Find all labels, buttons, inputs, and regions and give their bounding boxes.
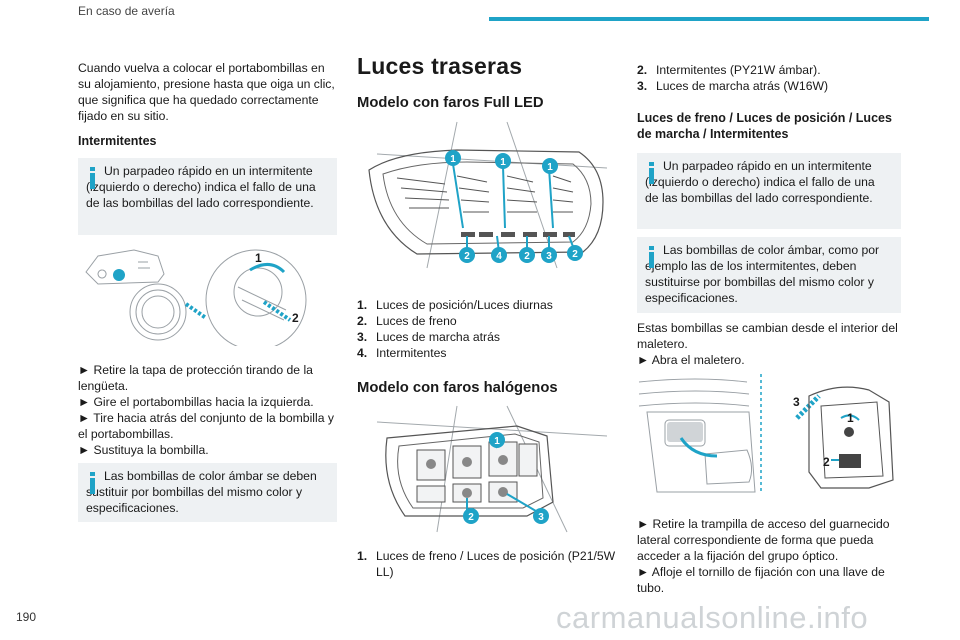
- full-led-lamp-figure: 1 1 1 2 4 2 3 2: [368, 121, 608, 269]
- info-icon: [89, 472, 97, 494]
- info-icon: [648, 162, 656, 184]
- intro-paragraph: Cuando vuelva a colocar el portabombilla…: [78, 61, 335, 123]
- steps-list: ► Retire la tapa de protección tirando d…: [78, 362, 340, 458]
- section-header: En caso de avería: [78, 4, 175, 18]
- callout-label: 2: [464, 251, 470, 262]
- legend-item: 3.Luces de marcha atrás (W16W): [637, 79, 829, 93]
- legend-item: 2.Luces de freno: [357, 314, 457, 328]
- subheading-full-led: Modelo con faros Full LED: [357, 95, 544, 111]
- legend-item: 4.Intermitentes: [357, 346, 447, 360]
- pull-arrow: [184, 302, 208, 320]
- callout-label: 1: [547, 162, 553, 173]
- bulb-list-continued: 2.Intermitentes (PY21W ámbar). 3.Luces d…: [637, 62, 907, 94]
- step: ► Retire la trampilla de acceso del guar…: [637, 517, 890, 563]
- callout-label: 2: [572, 249, 578, 260]
- fig-label: 1: [255, 251, 262, 265]
- heading-intermitentes: Intermitentes: [78, 134, 157, 148]
- legend-item: 2.Intermitentes (PY21W ámbar).: [637, 63, 821, 77]
- subheading-halogen: Modelo con faros halógenos: [357, 380, 558, 396]
- rotate-arrow: [249, 263, 286, 274]
- step: ► Abra el maletero.: [637, 353, 745, 367]
- info-icon: [89, 167, 97, 189]
- info-note: Un parpadeo rápido en un intermitente (i…: [78, 158, 337, 235]
- legend-item: 1.Luces de freno / Luces de posición (P2…: [357, 549, 616, 579]
- header-accent-bar: [489, 17, 929, 21]
- info-note: Las bombillas de color ámbar se deben su…: [78, 463, 337, 522]
- indicator-bulb-figure: 1 2: [85, 249, 307, 346]
- fig-label: 2: [823, 455, 830, 469]
- callout-label: 1: [500, 157, 506, 168]
- page-number: 190: [16, 610, 37, 624]
- callout-label: 1: [450, 154, 456, 165]
- legend-item: 3.Luces de marcha atrás: [357, 330, 500, 344]
- step: ► Afloje el tornillo de fijación con una…: [637, 565, 885, 595]
- heading-brake-lights: Luces de freno / Luces de posición / Luc…: [637, 111, 892, 141]
- callout-label: 3: [546, 251, 552, 262]
- callout-label: 2: [524, 251, 530, 262]
- info-note: Un parpadeo rápido en un intermitente (i…: [637, 153, 901, 229]
- fig-label: 1: [847, 411, 854, 425]
- led-legend-list: 1.Luces de posición/Luces diurnas 2.Luce…: [357, 297, 607, 361]
- legend-item: 1.Luces de posición/Luces diurnas: [357, 298, 553, 312]
- highlight-dot: [113, 269, 125, 281]
- info-note: Las bombillas de color ámbar, como por e…: [637, 237, 901, 313]
- watermark: carmanualsonline.info: [556, 600, 869, 635]
- step: ► Gire el portabombillas hacia la izquie…: [78, 395, 314, 409]
- fig-label: 3: [793, 395, 800, 409]
- steps-list: ► Retire la trampilla de acceso del guar…: [637, 516, 907, 596]
- fig-label: 2: [292, 311, 299, 325]
- callout-label: 3: [538, 512, 544, 523]
- step: ► Tire hacia atrás del conjunto de la bo…: [78, 411, 334, 441]
- callout-label: 1: [494, 436, 500, 447]
- section-title: Luces traseras: [357, 53, 523, 79]
- callout-label: 2: [468, 512, 474, 523]
- callout-label: 4: [496, 251, 502, 262]
- info-icon: [648, 246, 656, 268]
- step: ► Retire la tapa de protección tirando d…: [78, 363, 313, 393]
- step: ► Sustituya la bombilla.: [78, 443, 209, 457]
- halogen-legend-list: 1.Luces de freno / Luces de posición (P2…: [357, 548, 617, 580]
- trunk-access-figure: 3 1 2: [638, 374, 894, 493]
- halogen-lamp-figure: 1 2 3: [376, 405, 608, 533]
- instructions-paragraph: Estas bombillas se cambian desde el inte…: [637, 320, 907, 368]
